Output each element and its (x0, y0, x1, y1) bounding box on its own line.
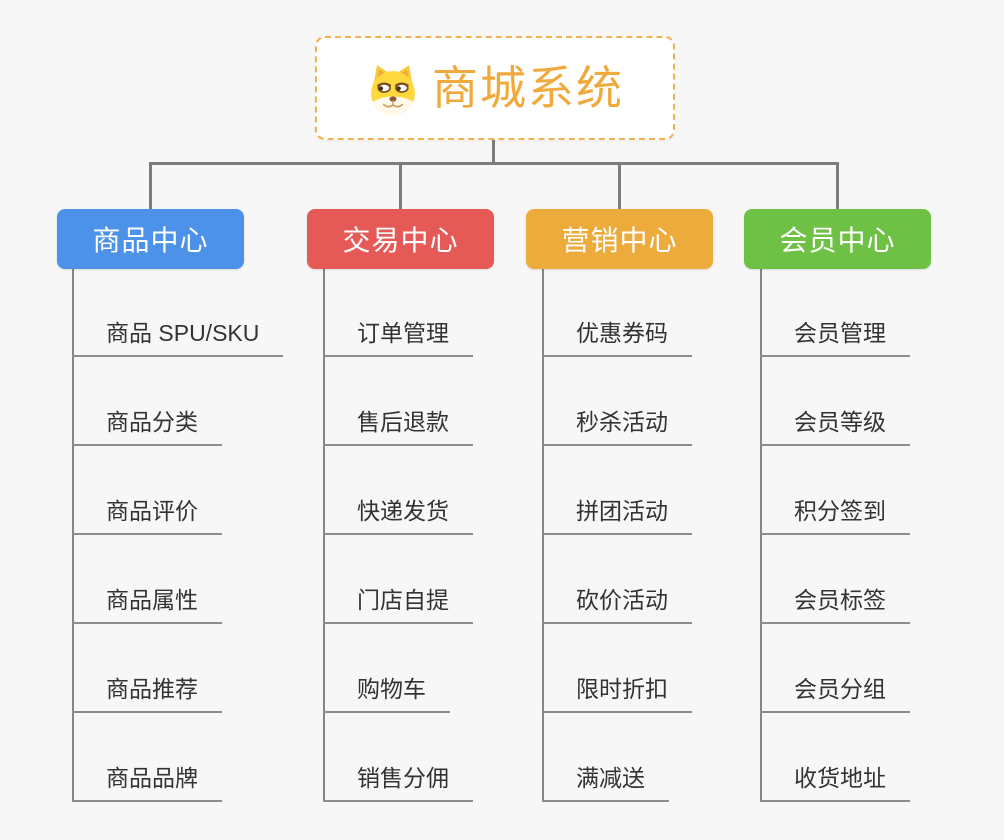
leaf-node[interactable]: 秒杀活动 (542, 409, 692, 446)
leaf-node[interactable]: 优惠券码 (542, 320, 692, 357)
connector-bus (149, 162, 839, 165)
leaf-node[interactable]: 会员标签 (760, 587, 910, 624)
connector-drop (836, 162, 839, 210)
root-node[interactable]: 商城系统 (315, 36, 675, 140)
branch-trade-center[interactable]: 交易中心 (307, 209, 494, 269)
leaf-node[interactable]: 会员管理 (760, 320, 910, 357)
leaf-node[interactable]: 积分签到 (760, 498, 910, 535)
leaf-node[interactable]: 会员分组 (760, 676, 910, 713)
connector-drop (618, 162, 621, 210)
leaf-node[interactable]: 购物车 (323, 676, 450, 713)
connector-root-stem (492, 140, 495, 164)
branch-product-center[interactable]: 商品中心 (57, 209, 244, 269)
leaf-node[interactable]: 订单管理 (323, 320, 473, 357)
leaf-node[interactable]: 商品分类 (72, 409, 222, 446)
leaf-node[interactable]: 门店自提 (323, 587, 473, 624)
leaf-node[interactable]: 商品品牌 (72, 765, 222, 802)
leaf-node[interactable]: 砍价活动 (542, 587, 692, 624)
leaf-node[interactable]: 商品属性 (72, 587, 222, 624)
leaf-node[interactable]: 商品 SPU/SKU (72, 320, 284, 357)
leaf-node[interactable]: 商品推荐 (72, 676, 222, 713)
connector-drop (399, 162, 402, 210)
leaf-node[interactable]: 销售分佣 (323, 765, 473, 802)
leaf-node[interactable]: 收货地址 (760, 765, 910, 802)
root-title: 商城系统 (432, 62, 624, 114)
leaf-node[interactable]: 拼团活动 (542, 498, 692, 535)
connector-drop (149, 162, 152, 210)
leaf-node[interactable]: 限时折扣 (542, 676, 692, 713)
leaf-node[interactable]: 会员等级 (760, 409, 910, 446)
branch-member-center[interactable]: 会员中心 (744, 209, 931, 269)
leaf-node[interactable]: 售后退款 (323, 409, 473, 446)
leaf-node[interactable]: 快递发货 (323, 498, 473, 535)
shiba-dog-icon (371, 65, 415, 115)
leaf-node[interactable]: 商品评价 (72, 498, 222, 535)
branch-marketing-center[interactable]: 营销中心 (526, 209, 713, 269)
leaf-node[interactable]: 满减送 (542, 765, 669, 802)
